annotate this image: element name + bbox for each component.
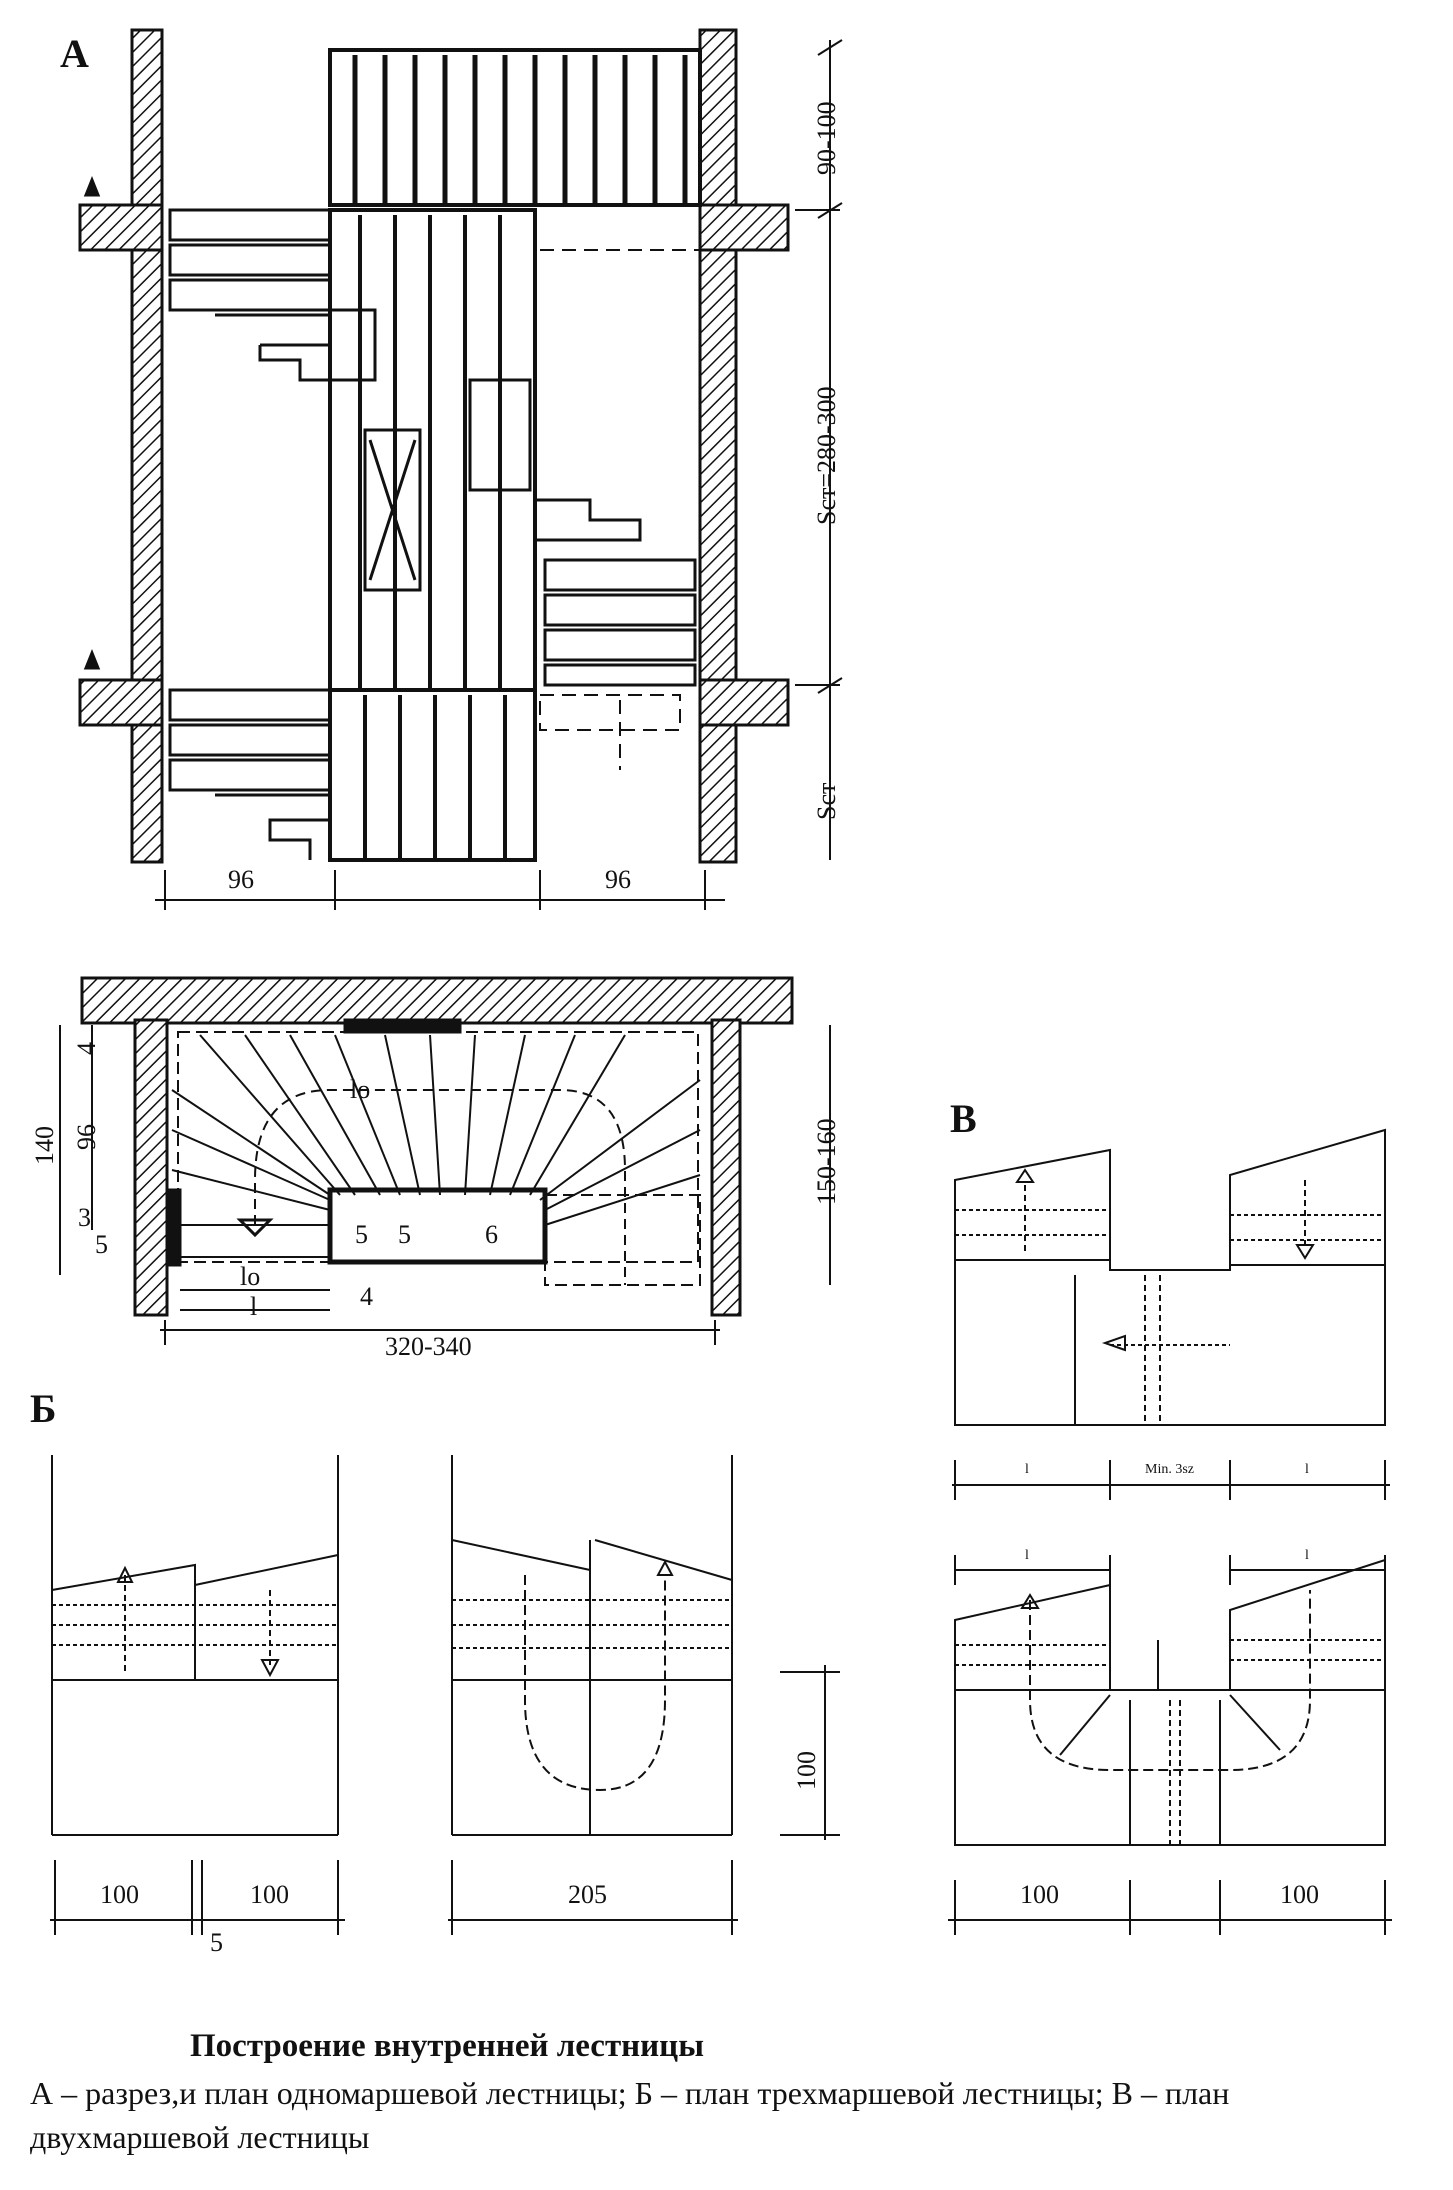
- v-bottom-top-l-right: l: [1305, 1548, 1309, 1563]
- b-dim-left-1: 100: [100, 1880, 139, 1909]
- b-dim-gap: 5: [210, 1928, 223, 1957]
- dim-plan-depth: 150-160: [812, 1118, 841, 1205]
- top-railing: [328, 48, 702, 207]
- winder-core: [328, 308, 532, 592]
- v-top-dim-right: l: [1305, 1462, 1309, 1477]
- caption: Построение внутренней лестницы А – разре…: [30, 2028, 1430, 2159]
- caption-body: А – разрез,и план одномаршевой лестницы;…: [30, 2075, 1230, 2155]
- v-bottom-dim-left: 100: [1020, 1880, 1059, 1909]
- section-b-label: Б: [30, 1386, 57, 1431]
- dim-plan-140: 140: [30, 1126, 59, 1165]
- tag-lo-top: lо: [350, 1075, 371, 1104]
- dim-bottom-height: Sст: [812, 782, 841, 820]
- b-dim-vertical: 100: [792, 1751, 821, 1790]
- slab-upper-right: [698, 203, 790, 252]
- tag-4: 4: [360, 1282, 373, 1311]
- tag-l: l: [250, 1292, 258, 1321]
- plan-back-wall: [80, 976, 794, 1025]
- dim-left-width: 96: [228, 865, 254, 894]
- section-v-label: В: [950, 1096, 977, 1141]
- tag-6: 6: [485, 1220, 498, 1249]
- handrail-top: [343, 1018, 462, 1034]
- walking-arrow: [236, 1218, 274, 1238]
- slab-upper-left: [78, 203, 164, 252]
- slab-lower-left: [78, 678, 164, 727]
- winder-lines: [171, 1034, 701, 1226]
- b-dim-left-2: 100: [250, 1880, 289, 1909]
- section-v: [948, 1128, 1392, 1935]
- left-wall: [130, 28, 164, 864]
- bottom-dimension-line: [155, 870, 725, 910]
- dim-plan-5: 5: [95, 1230, 108, 1259]
- tag-5b: 5: [398, 1220, 411, 1249]
- v-top-dim-left: l: [1025, 1462, 1029, 1477]
- level-marker-upper: [83, 175, 101, 197]
- b-dim-right: 205: [568, 1880, 607, 1909]
- lower-left-flight: [168, 688, 332, 860]
- dim-right-width: 96: [605, 865, 631, 894]
- v-bottom-top-l-left: l: [1025, 1548, 1029, 1563]
- caption-title: Построение внутренней лестницы: [190, 2028, 704, 2064]
- level-marker-lower: [83, 648, 101, 670]
- slab-lower-right: [698, 678, 790, 727]
- plan-right-wall: [710, 1018, 742, 1317]
- right-flight: [535, 498, 697, 687]
- section-a-plan: [59, 976, 831, 1345]
- upper-left-flight: [168, 208, 332, 382]
- plan-left-wall: [133, 1018, 169, 1317]
- right-dimension-line: [795, 39, 843, 860]
- section-a-label: А: [60, 31, 89, 76]
- dim-top-height: 90-100: [812, 101, 841, 175]
- v-bottom-dim-right: 100: [1280, 1880, 1319, 1909]
- tag-lo: lо: [240, 1262, 261, 1291]
- section-a-cut: [78, 28, 843, 910]
- landing-outline: [539, 249, 700, 770]
- dim-plan-3: 3: [78, 1203, 91, 1232]
- tag-5a: 5: [355, 1220, 368, 1249]
- dim-plan-4: 4: [72, 1042, 101, 1055]
- v-top-dim-middle: Min. 3sz: [1145, 1462, 1194, 1477]
- dim-floor-height: Sст=280-300: [812, 386, 841, 525]
- section-b: [50, 1455, 840, 1935]
- walking-line: [254, 1089, 626, 1285]
- dim-plan-total-width: 320-340: [385, 1332, 472, 1361]
- right-wall: [698, 28, 738, 864]
- dim-plan-96: 96: [72, 1124, 101, 1150]
